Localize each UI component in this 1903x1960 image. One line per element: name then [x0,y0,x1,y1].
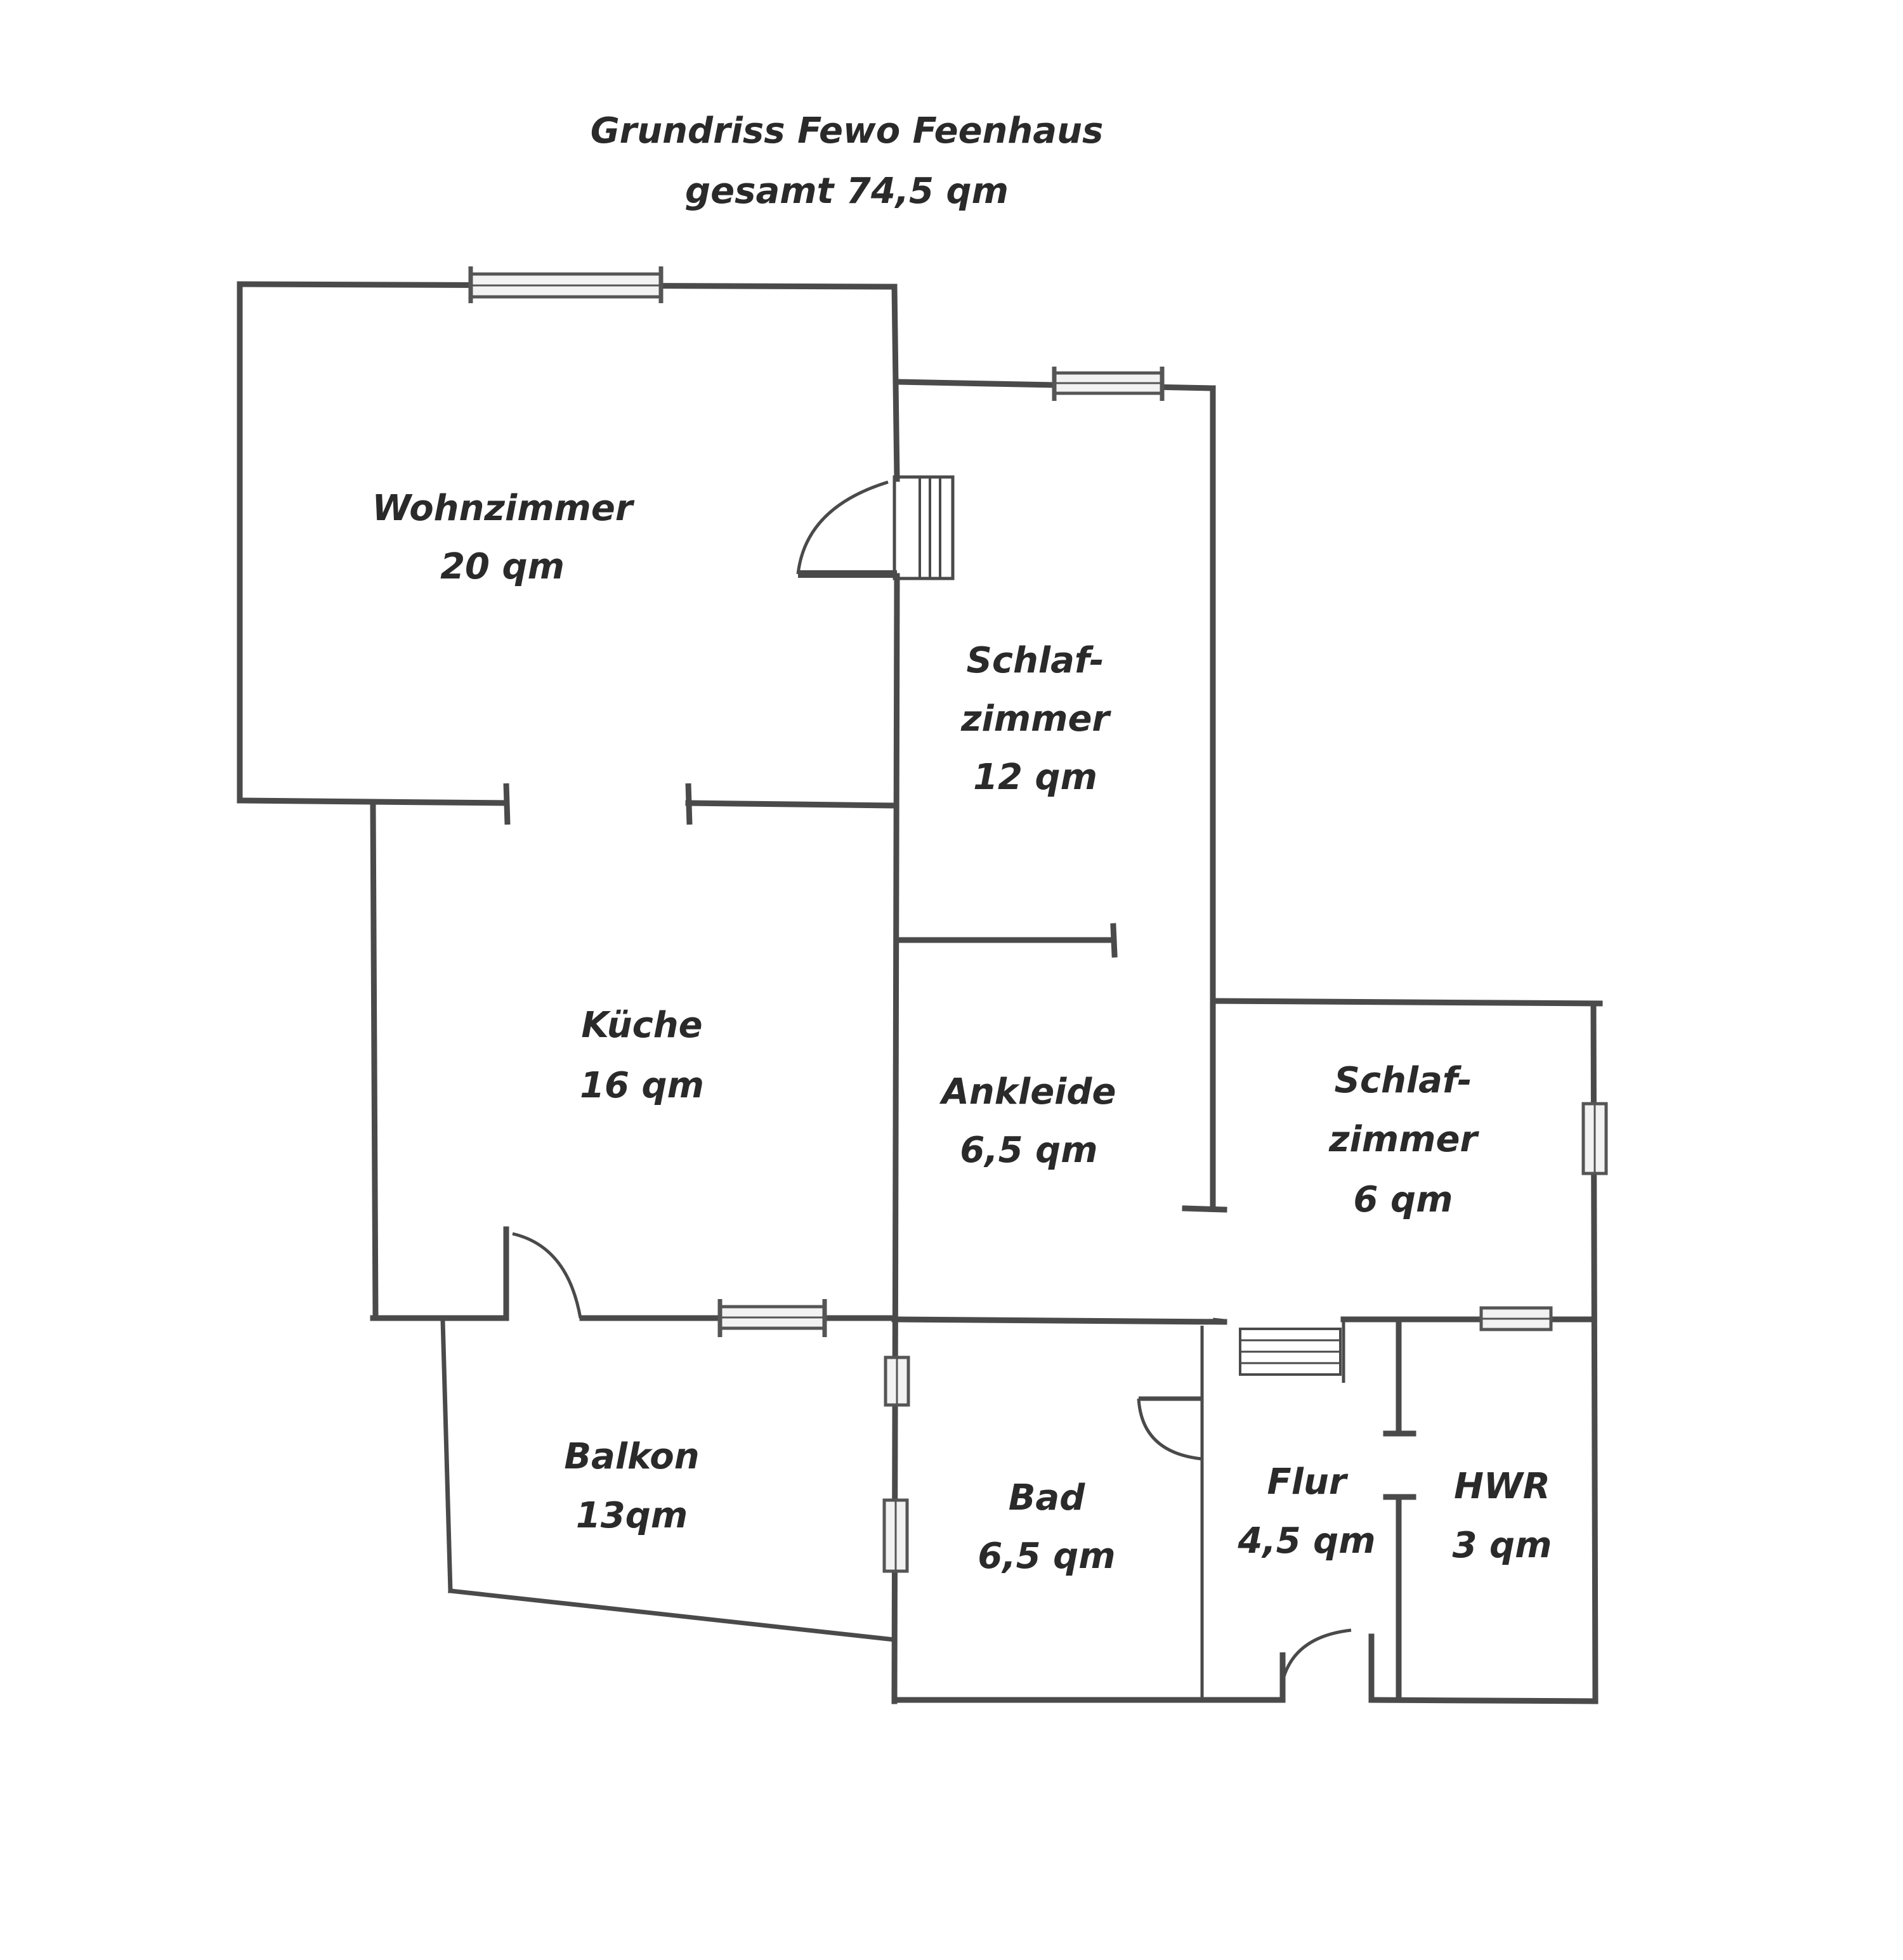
room-wohnzimmer: Wohnzimmer 20 qm [372,488,634,587]
room-schlafzimmer-1-area: 12 qm [973,757,1097,798]
wall-schlafzimmer-right-end [1182,1205,1227,1213]
room-schlafzimmer-1: Schlaf- zimmer 12 qm [960,640,1111,798]
room-ankleide-area: 6,5 qm [960,1130,1097,1171]
room-ankleide-name: Ankleide [939,1071,1116,1113]
room-kueche-area: 16 qm [580,1065,704,1106]
wall-kueche-left [370,804,379,1321]
room-flur: Flur 4,5 qm [1237,1461,1375,1562]
door-bad-swing [1137,1398,1203,1461]
opening-stub-left [503,783,511,825]
wall-balkon-bottom [448,1588,897,1642]
room-balkon: Balkon 13qm [564,1436,699,1536]
room-schlafzimmer-2-name-line-2: zimmer [1328,1119,1479,1160]
room-schlafzimmer-2: Schlaf- zimmer 6 qm [1328,1060,1479,1220]
room-balkon-name: Balkon [564,1436,699,1477]
wall-bottom-right [1368,1697,1599,1704]
door-entry-swing [1281,1628,1352,1682]
stairs-wohnzimmer [893,475,955,580]
opening-wohnzimmer-kueche [503,783,693,825]
doors [503,475,1352,1700]
opening-stub-right [685,783,693,825]
plan-title-line-1: Grundriss Fewo Feenhaus [591,110,1104,152]
room-flur-name: Flur [1267,1461,1349,1503]
room-hwr-area: 3 qm [1453,1525,1552,1566]
window-bad-upper [884,1356,910,1407]
plan-title: Grundriss Fewo Feenhaus gesamt 74,5 qm [591,110,1104,212]
room-flur-area: 4,5 qm [1237,1520,1375,1562]
door-bad [1137,1398,1203,1461]
stairs-wohnzimmer-frame [893,475,955,580]
window-wohnzimmer [468,266,664,303]
room-wohnzimmer-area: 20 qm [440,546,565,587]
door-kueche-balkon [503,1229,582,1319]
door-kueche-swing [512,1232,582,1319]
room-bad-area: 6,5 qm [978,1536,1115,1577]
wall-flur-stub-left [1212,1317,1225,1325]
window-hwr [1479,1306,1553,1331]
window-schlafzimmer [1052,367,1165,401]
window-kueche [717,1299,827,1337]
room-hwr-name: HWR [1454,1466,1550,1507]
room-kueche: Küche 16 qm [580,1005,704,1106]
wall-wohnzimmer-bottom-left [237,797,509,806]
room-wohnzimmer-name: Wohnzimmer [372,488,634,529]
wall-wohnzimmer-bottom-right [685,800,898,809]
room-hwr: HWR 3 qm [1453,1466,1552,1566]
room-schlafzimmer-1-name-line-2: zimmer [960,698,1111,740]
room-bad: Bad 6,5 qm [978,1477,1115,1577]
room-schlafzimmer-2-area: 6 qm [1354,1179,1453,1220]
wall-ankleide-partition-end [1110,923,1118,958]
room-kueche-name: Küche [581,1005,702,1046]
room-bad-name: Bad [1009,1477,1085,1519]
wall-balkon-left [440,1318,453,1593]
window-schlafzimmer2 [1581,1102,1608,1175]
room-schlafzimmer-2-name-line-1: Schlaf- [1335,1060,1472,1101]
door-wohnzimmer-schlafzimmer [796,480,897,578]
plan-title-line-2: gesamt 74,5 qm [685,171,1009,212]
stairs-flur [1239,1328,1342,1376]
room-balkon-area: 13qm [576,1495,688,1536]
window-bad-lower [882,1498,909,1573]
room-ankleide: Ankleide 6,5 qm [939,1071,1116,1171]
windows [468,266,1608,1573]
door-wohnzimmer-swing [796,480,889,575]
room-schlafzimmer-1-name-line-1: Schlaf- [967,640,1104,681]
door-entry [1279,1628,1352,1700]
wall-middle-horizontal [891,1316,1227,1325]
room-labels: Wohnzimmer 20 qm Schlaf- zimmer 12 qm Kü… [372,488,1552,1577]
wall-schlafzimmer2-top [1210,998,1603,1007]
